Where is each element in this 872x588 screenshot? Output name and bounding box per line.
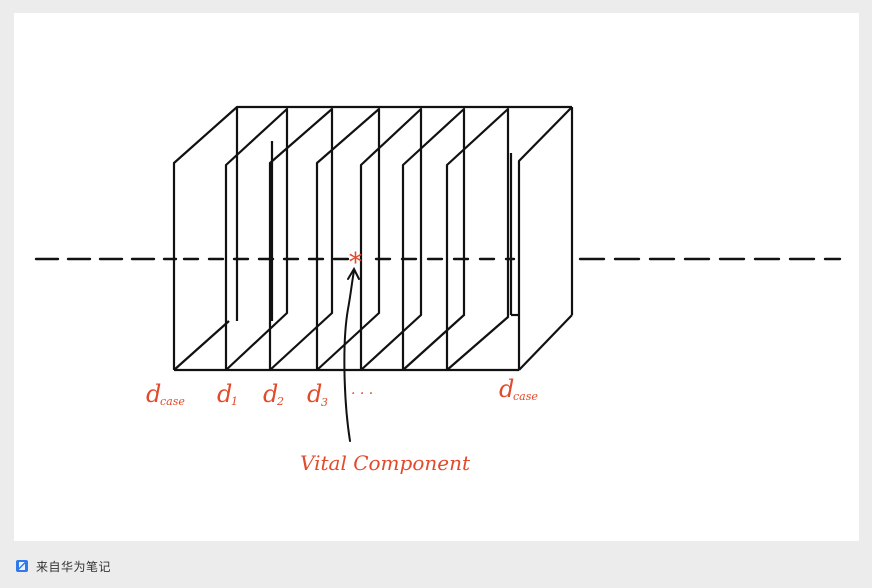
label-d3: d 3 — [307, 380, 328, 409]
plate-d2 — [268, 107, 334, 371]
label-d-case-right: d case — [499, 375, 538, 403]
plate-4 — [359, 107, 423, 371]
svg-text:d: d — [307, 380, 322, 408]
plate-d3 — [315, 107, 381, 371]
label-d1: d 1 — [217, 380, 238, 408]
plate-5 — [401, 107, 466, 371]
case-outline — [173, 105, 574, 372]
label-d2: d 2 — [263, 380, 284, 408]
footer-source: 来自华为笔记 — [16, 557, 111, 575]
drawing-canvas: * d case d 1 d 2 d 3 · · · d case Vital … — [14, 13, 859, 541]
label-ellipsis: · · · — [351, 386, 373, 402]
svg-text:d: d — [146, 380, 161, 408]
svg-text:case: case — [160, 395, 185, 408]
label-d-case-left: d case — [146, 380, 185, 408]
component-marker: * — [349, 248, 362, 278]
svg-text:case: case — [513, 390, 538, 403]
svg-text:d: d — [499, 375, 514, 403]
svg-text:1: 1 — [231, 395, 238, 408]
label-vital-component: Vital Component — [300, 451, 471, 475]
source-text: 来自华为笔记 — [36, 559, 112, 574]
vital-component-arrow — [343, 266, 360, 442]
svg-text:3: 3 — [321, 396, 328, 409]
case-plate-left — [172, 105, 239, 370]
svg-text:2: 2 — [276, 395, 284, 408]
svg-text:d: d — [217, 380, 232, 408]
svg-text:d: d — [263, 380, 278, 408]
case-plate-right — [509, 106, 573, 370]
plate-6 — [445, 107, 510, 371]
plate-d1 — [224, 107, 289, 371]
huawei-notes-icon — [16, 560, 28, 572]
shielding-diagram: * d case d 1 d 2 d 3 · · · d case Vital … — [34, 105, 842, 475]
